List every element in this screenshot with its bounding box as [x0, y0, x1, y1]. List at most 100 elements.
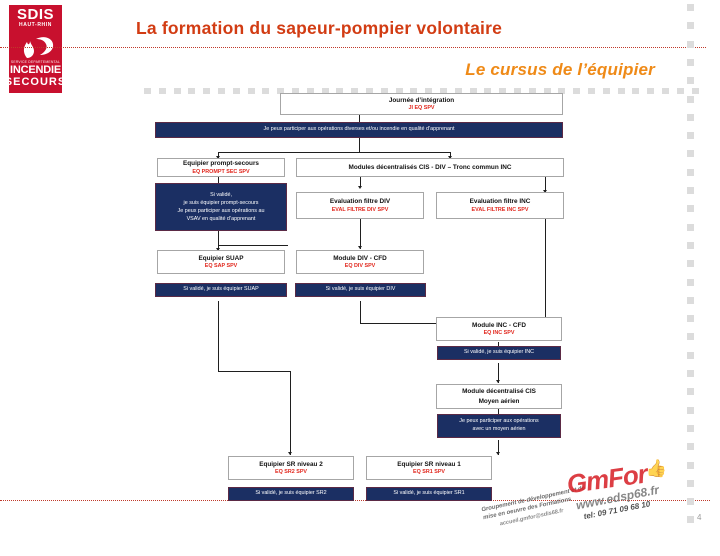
node-modules-decentralises[interactable]: Modules décentralisés CIS - DIV – Tronc … — [296, 158, 564, 177]
band-sr1-valide[interactable]: Si validé, je suis équipier SR1 — [366, 487, 492, 501]
flame-helmet-icon — [17, 30, 55, 60]
decorative-square — [602, 88, 610, 94]
logo-sdis-text: SDIS — [16, 6, 54, 23]
edge-to-sr2-v — [290, 371, 292, 455]
node-title: Evaluation filtre INC — [469, 198, 531, 206]
decorative-square — [687, 370, 694, 377]
arrow-to-divcfd — [357, 246, 362, 249]
decorative-square — [336, 88, 344, 94]
decorative-square — [662, 88, 669, 94]
decorative-square — [687, 187, 694, 194]
band-inc-valide[interactable]: Si validé, je suis équipier INC — [437, 346, 561, 360]
decorative-square — [277, 88, 285, 94]
arrow-to-eps — [215, 156, 220, 159]
edge-to-eps — [218, 152, 220, 158]
node-code: JI EQ SPV — [408, 105, 435, 112]
page-subtitle: Le cursus de l’équipier — [465, 60, 655, 79]
edge-mod-down — [360, 175, 362, 187]
decorative-square — [687, 278, 694, 286]
band-prompt-secours-valide[interactable]: Si validé, je suis équipier prompt-secou… — [155, 183, 287, 231]
decorative-square — [687, 58, 694, 66]
edge-bandeps-h — [218, 245, 288, 247]
edge-aerien-to-band — [498, 409, 500, 414]
arrow-to-evdiv — [357, 186, 362, 189]
page-title: La formation du sapeur-pompier volontair… — [136, 18, 503, 38]
decorative-square — [687, 351, 694, 359]
decorative-square — [687, 498, 694, 506]
page-number: 4 — [697, 513, 702, 522]
edge-ji-to-band — [359, 115, 361, 123]
node-equipier-sr-niveau-1[interactable]: Equipier SR niveau 1 EQ SR1 SPV — [366, 456, 492, 480]
edge-to-sr2-h — [218, 371, 291, 373]
edge-mod-to-evinc — [545, 175, 547, 192]
decorative-square — [469, 88, 477, 94]
cursus-flowchart: Journée d’intégration JI EQ SPV Je peux … — [155, 93, 564, 501]
decorative-square — [687, 223, 694, 231]
node-code: EQ DIV SPV — [344, 263, 376, 270]
arrow-to-mod — [447, 156, 452, 159]
arrow-to-aerien — [495, 380, 500, 383]
decorative-square — [687, 22, 694, 30]
decorative-square — [247, 88, 255, 94]
decorative-square — [687, 150, 694, 158]
decorative-square — [321, 88, 329, 94]
decorative-square — [173, 88, 181, 94]
band-line: Je peux participer aux opérations — [459, 418, 539, 425]
decorative-square — [687, 333, 694, 341]
logo-incendie-text: INCENDIE — [10, 64, 61, 76]
node-evaluation-filtre-div[interactable]: Evaluation filtre DIV EVAL FILTRE DIV SP… — [296, 192, 424, 219]
band-line: avec un moyen aérien — [472, 426, 526, 432]
node-module-div-cfd[interactable]: Module DIV - CFD EQ DIV SPV — [296, 250, 424, 274]
decorative-square — [687, 113, 694, 121]
band-moyen-aerien[interactable]: Je peux participer aux opérations avec u… — [437, 414, 561, 438]
edge-evinc-down — [545, 219, 547, 323]
band-suap-valide[interactable]: Si validé, je suis équipier SUAP — [155, 283, 287, 297]
band-apprenant-diverses[interactable]: Je peux participer aux opérations divers… — [155, 122, 563, 138]
node-module-inc-cfd[interactable]: Module INC - CFD EQ INC SPV — [436, 317, 562, 341]
node-code: EVAL FILTRE INC SPV — [471, 206, 529, 213]
node-equipier-sr-niveau-2[interactable]: Equipier SR niveau 2 EQ SR2 SPV — [228, 456, 354, 480]
decorative-square — [144, 88, 151, 94]
band-div-valide[interactable]: Si validé, je suis équipier DIV — [295, 283, 426, 297]
decorative-square — [395, 88, 403, 94]
decorative-square — [687, 315, 694, 323]
decorative-square — [687, 205, 694, 213]
decorative-square — [410, 88, 418, 94]
band-line: Si validé, je suis équipier INC — [463, 349, 535, 356]
decorative-square — [306, 88, 314, 94]
node-title: Equipier SR niveau 1 — [397, 460, 461, 468]
decorative-square — [292, 88, 299, 94]
footer-divider — [0, 500, 710, 501]
header-divider — [0, 47, 706, 48]
decorative-square — [262, 88, 270, 94]
band-line: Si validé, je suis équipier SR2 — [255, 490, 327, 497]
node-journee-integration[interactable]: Journée d’intégration JI EQ SPV — [280, 93, 563, 115]
node-code: EQ SAP SPV — [204, 263, 238, 270]
node-module-decentralise-moyen-aerien[interactable]: Module décentralisé CIS Moyen aérien — [436, 384, 562, 409]
band-line: Je peux participer aux opérations au — [177, 208, 265, 214]
decorative-square — [543, 88, 551, 94]
edge-inccfd-to-band — [498, 342, 500, 347]
node-equipier-suap[interactable]: Equipier SUAP EQ SAP SPV — [157, 250, 285, 274]
decorative-square — [484, 88, 492, 94]
node-evaluation-filtre-inc[interactable]: Evaluation filtre INC EVAL FILTRE INC SP… — [436, 192, 564, 219]
band-line: Si validé, je suis équipier SUAP — [183, 286, 259, 293]
decorative-square — [687, 296, 694, 304]
decorative-square — [425, 88, 433, 94]
node-title: Module INC - CFD — [472, 321, 526, 329]
band-sr2-valide[interactable]: Si validé, je suis équipier SR2 — [228, 487, 354, 501]
band-line: VSAV en qualité d’apprenant — [186, 216, 256, 223]
edge-bandaer-to-sr1 — [498, 440, 500, 455]
slide: SDIS HAUT-RHIN SERVICE DEPARTEMENTAL INC… — [0, 4, 710, 527]
edge-bandinc-to-aerien — [498, 363, 500, 383]
node-equipier-prompt-secours[interactable]: Equipier prompt-secours EQ PROMPT SEC SP… — [157, 158, 285, 177]
node-title: Equipier prompt-secours — [183, 160, 259, 168]
decorative-square — [687, 132, 694, 140]
decorative-square — [687, 40, 694, 48]
decorative-square — [203, 88, 211, 94]
edge-evdiv-to-divcfd — [360, 219, 362, 249]
node-code: EQ SR2 SPV — [274, 469, 308, 476]
edge-split-h — [218, 152, 451, 154]
band-line: je suis équipier prompt-secours — [183, 199, 259, 206]
decorative-square — [514, 88, 521, 94]
